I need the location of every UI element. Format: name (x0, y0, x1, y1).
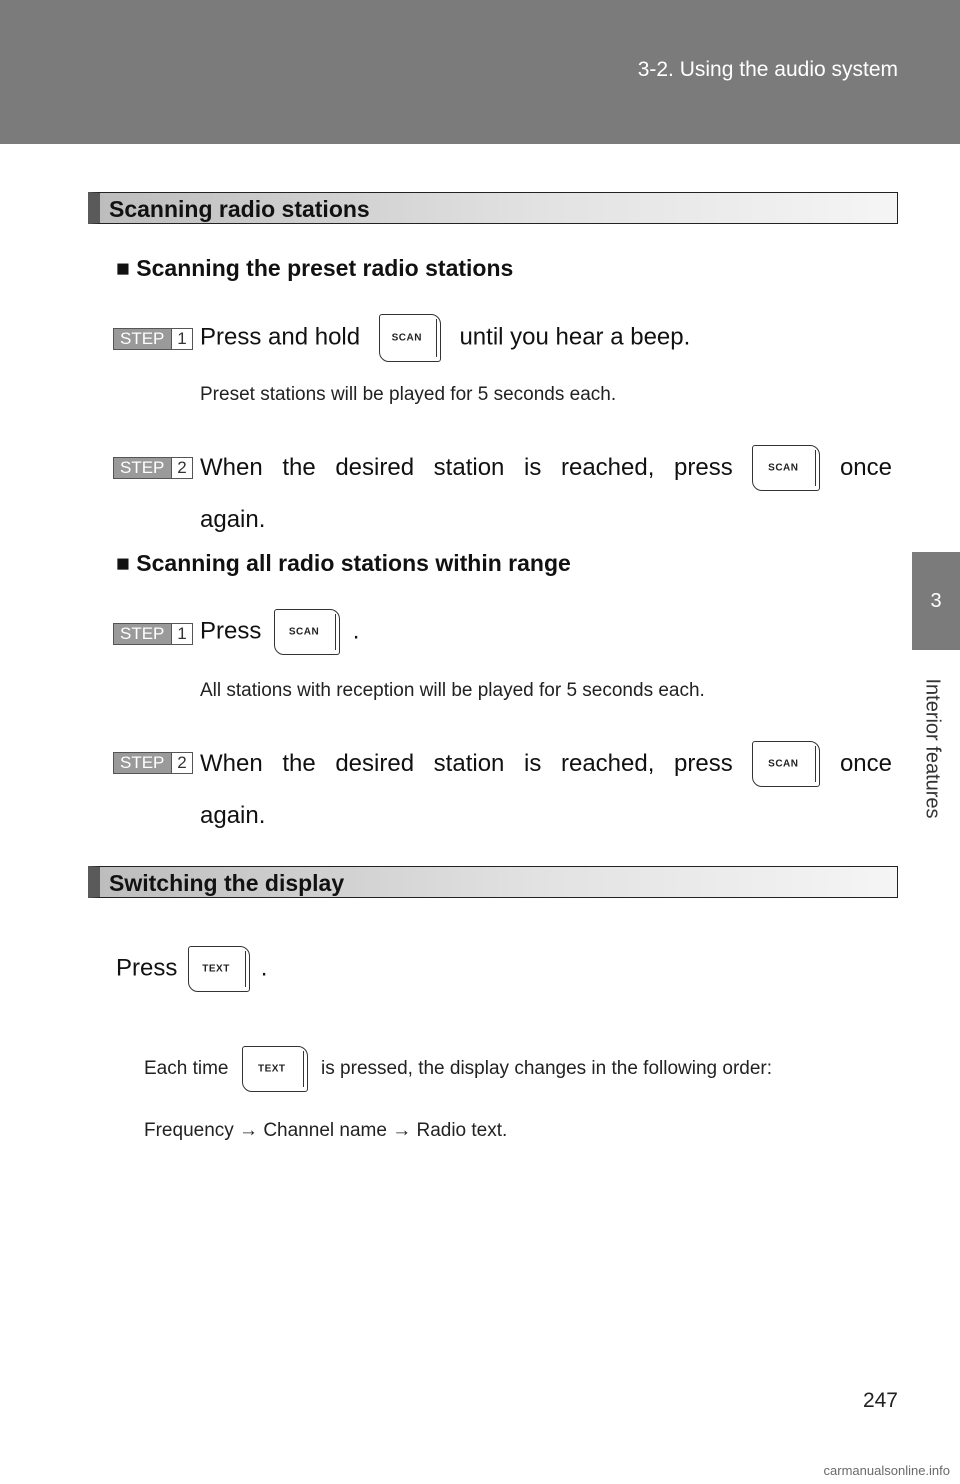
word: the (282, 750, 316, 777)
step-text-after: until you hear a beep. (459, 323, 691, 351)
chapter-title: 3-2. Using the audio system (637, 58, 898, 81)
chapter-tab: 3 (912, 552, 960, 650)
word: the (282, 454, 316, 481)
display-order-note: Frequency → Channel name → Radio text. (144, 1120, 508, 1141)
press-before: Press (116, 954, 178, 982)
chapter-side-label: Interior features (904, 658, 960, 838)
subheading-preset: ■ Scanning the preset radio stations (116, 255, 514, 281)
subheading-all: ■ Scanning all radio stations within ran… (116, 550, 571, 576)
step-text-continued: again. (200, 506, 266, 533)
step-badge-1: STEP 1 (113, 328, 193, 350)
chapter-side-label-text: Interior features (921, 677, 944, 819)
note-after: is pressed, the display changes in the f… (321, 1058, 773, 1080)
word: reached, (560, 750, 655, 777)
note-before: Each time (144, 1058, 229, 1080)
display-press-text: Press TEXT . (116, 946, 267, 992)
step-text: When the desired station is reached, pre… (200, 740, 892, 788)
step-note: All stations with reception will be play… (200, 680, 705, 701)
step-text-before: Press (200, 617, 262, 645)
step-note: Preset stations will be played for 5 sec… (200, 384, 617, 405)
word: When (200, 750, 263, 777)
section-heading-display: Switching the display (88, 866, 898, 898)
text-button-icon: TEXT (188, 946, 251, 992)
step-word: STEP (120, 624, 165, 643)
word: desired (335, 454, 415, 481)
watermark: carmanualsonline.info (823, 1463, 950, 1478)
scan-button-icon: SCAN (378, 314, 441, 362)
step-number: 1 (171, 329, 192, 349)
page-header: 3-2. Using the audio system (0, 0, 960, 144)
step-badge-1: STEP 1 (113, 623, 193, 645)
scan-button-icon: SCAN (274, 609, 341, 655)
step-text-before: Press and hold (200, 323, 361, 351)
step-number: 2 (171, 458, 192, 478)
scan-button-icon: SCAN (752, 445, 821, 491)
section-title: Switching the display (109, 870, 345, 896)
word: desired (335, 750, 415, 777)
step-text: Press SCAN . (200, 609, 359, 655)
word: station (433, 454, 505, 481)
word: is (524, 750, 542, 777)
section-title: Scanning radio stations (109, 196, 370, 222)
step-text: Press and hold SCAN until you hear a bee… (200, 314, 690, 362)
step-text-continued: again. (200, 802, 266, 829)
word: once (839, 750, 892, 777)
step-word: STEP (120, 458, 165, 477)
scan-button-icon: SCAN (752, 741, 821, 787)
word: once (839, 454, 892, 481)
text-button-icon: TEXT (241, 1046, 308, 1092)
step-word: STEP (120, 753, 165, 772)
press-after: . (260, 954, 268, 982)
word: is (524, 454, 542, 481)
step-number: 1 (171, 624, 192, 644)
display-note: Each time TEXT is pressed, the display c… (144, 1046, 772, 1092)
step-text-after: . (352, 617, 360, 645)
step-text: When the desired station is reached, pre… (200, 444, 892, 492)
step-number: 2 (171, 753, 192, 773)
step-badge-2: STEP 2 (113, 457, 193, 479)
page-number: 247 (862, 1389, 898, 1412)
word: reached, (560, 454, 655, 481)
section-heading-scanning: Scanning radio stations (88, 192, 898, 224)
step-badge-2: STEP 2 (113, 752, 193, 774)
word: station (433, 750, 505, 777)
word: press (674, 750, 733, 777)
step-word: STEP (120, 329, 165, 348)
word: When (200, 454, 263, 481)
word: press (674, 454, 733, 481)
